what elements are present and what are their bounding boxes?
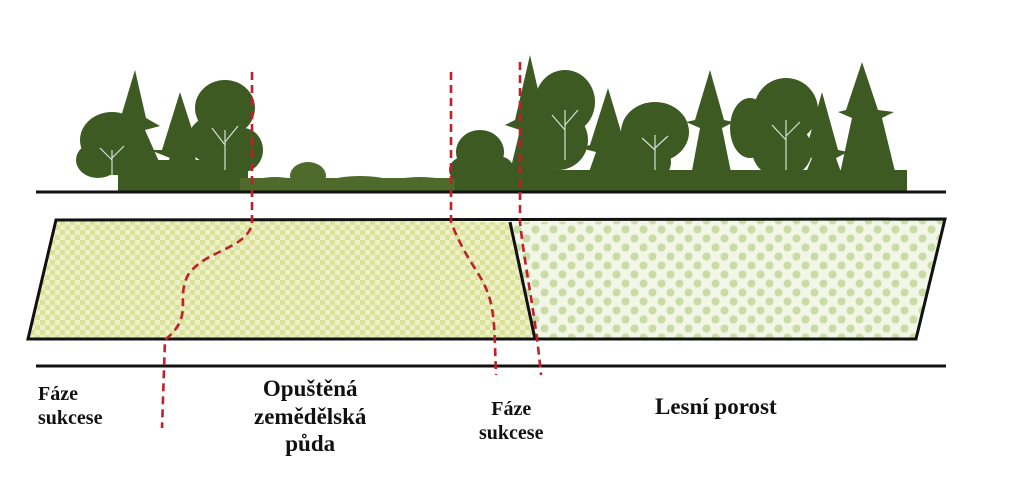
field-forest-boundary [508, 221, 537, 340]
label-abandoned-farmland: Opuštěná zemědělská půda [254, 376, 367, 457]
succession-boundaries [160, 62, 543, 429]
band-outline [26, 217, 947, 341]
label-succession-phase-left: Fáze sukcese [38, 383, 103, 429]
vegetation-silhouette [76, 55, 907, 192]
field-band [28, 220, 535, 339]
shrub-edge [449, 130, 515, 192]
label-succession-phase-right: Fáze sukcese [479, 398, 544, 444]
forest-band [510, 219, 945, 339]
boundary-right [518, 62, 543, 376]
boundary-left [160, 72, 254, 429]
label-forest-stand: Lesní porost [655, 394, 777, 419]
tree-group-left [76, 70, 263, 192]
tree-detail-lines [99, 109, 801, 175]
boundary-middle [449, 72, 498, 376]
shrubs-field [240, 162, 460, 192]
